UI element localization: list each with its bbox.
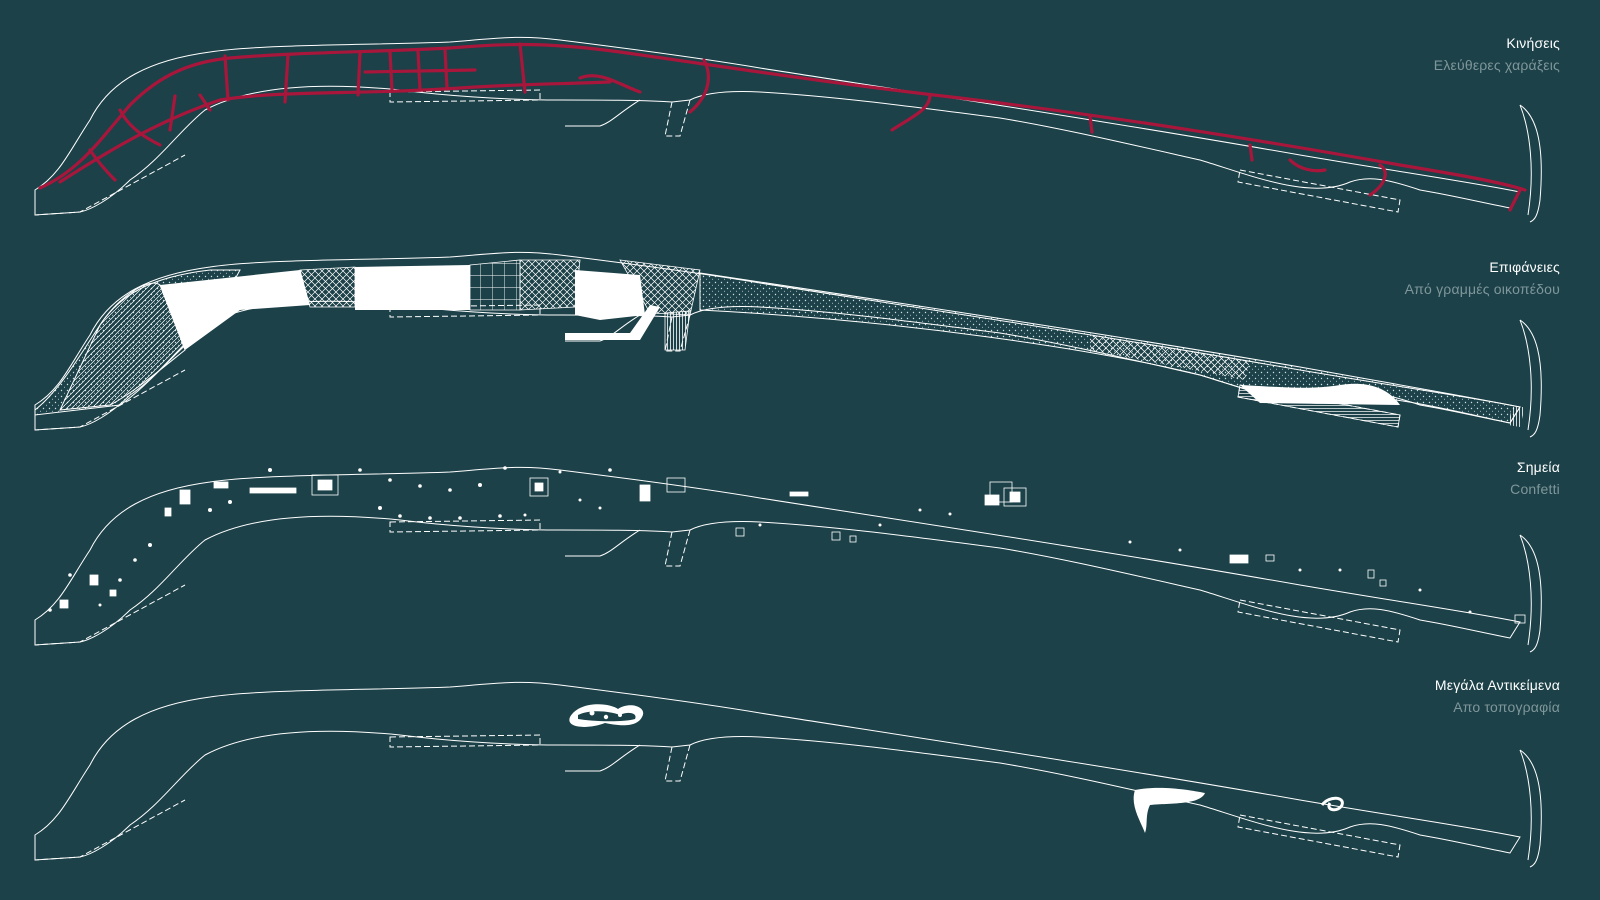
panel-label-large-objects: Μεγάλα Αντικείμενα Απο τοπογραφία xyxy=(1435,674,1560,718)
panel-surfaces xyxy=(34,251,1542,438)
surface-cross-2 xyxy=(519,259,581,311)
large-object-lagoon xyxy=(569,704,644,727)
panel-label-surfaces: Επιφάνειες Από γραμμές οικοπέδου xyxy=(1405,256,1560,300)
panel-subtitle: Ελεύθερες χαράξεις xyxy=(1433,57,1560,73)
panel-points xyxy=(34,466,1542,653)
surface-cross-east xyxy=(1090,335,1250,380)
surface-diagonal-west xyxy=(59,282,186,411)
large-object-beach xyxy=(1133,787,1205,833)
panel-subtitle: Confetti xyxy=(1510,481,1560,497)
panel-title: Κινήσεις xyxy=(1506,35,1560,51)
surface-grid-1 xyxy=(469,259,521,311)
coastline-outline xyxy=(34,681,1542,868)
surface-white-block-3 xyxy=(575,270,645,320)
panel-label-movements: Κινήσεις Ελεύθερες χαράξεις xyxy=(1434,32,1560,76)
panel-subtitle: Απο τοπογραφία xyxy=(1453,699,1560,715)
panel-movements xyxy=(34,36,1542,223)
coastline-outline xyxy=(34,466,1542,653)
panel-title: Επιφάνειες xyxy=(1489,259,1560,275)
panel-large-objects xyxy=(34,681,1542,868)
surface-white-block-2 xyxy=(355,265,470,310)
confetti-dots xyxy=(48,466,1472,614)
panel-title: Σημεία xyxy=(1516,459,1560,475)
surface-white-block-1 xyxy=(160,270,310,350)
surface-vlines-end xyxy=(1508,407,1525,427)
panel-subtitle: Από γραμμές οικοπέδου xyxy=(1404,281,1560,297)
surface-pier xyxy=(565,305,660,340)
confetti-points xyxy=(59,474,1526,624)
large-object-sculpture xyxy=(1320,796,1344,812)
coastline-outline xyxy=(34,36,1542,223)
movement-paths xyxy=(38,42,1527,212)
panel-label-points: Σημεία Confetti xyxy=(1510,456,1560,500)
panel-title: Μεγάλα Αντικείμενα xyxy=(1434,677,1560,693)
